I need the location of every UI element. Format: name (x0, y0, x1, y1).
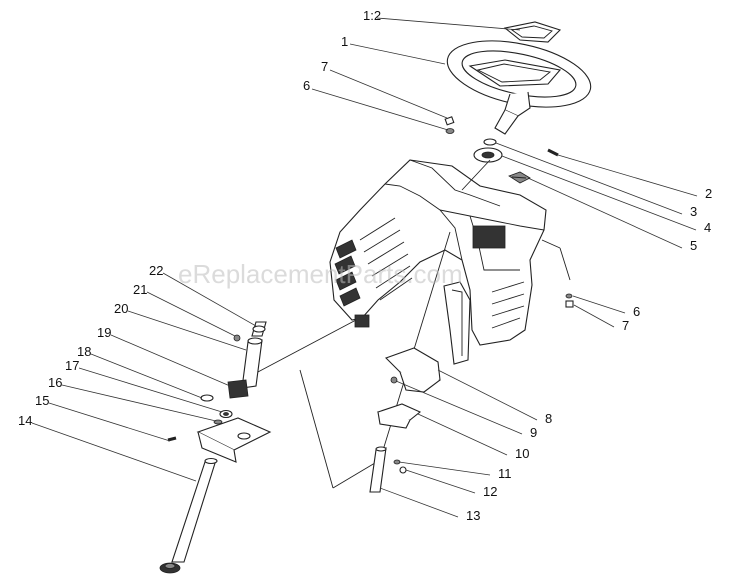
callout-c-8: 8 (545, 411, 552, 426)
callout-c-1: 1 (341, 34, 348, 49)
callout-c-1-2: 1:2 (363, 8, 381, 23)
callout-c-10: 10 (515, 446, 529, 461)
wheel-cap (503, 21, 562, 43)
steering-wheel (446, 40, 592, 135)
steering-column (159, 321, 272, 574)
callout-c-19: 19 (97, 325, 111, 340)
leader-lines (31, 17, 698, 518)
lower-shaft (369, 446, 407, 493)
callout-c-17: 17 (65, 358, 79, 373)
callout-c-9: 9 (530, 425, 537, 440)
lower-bracket (376, 347, 441, 429)
callout-c-7b: 7 (622, 318, 629, 333)
callout-c-14: 14 (18, 413, 32, 428)
callout-c-16: 16 (48, 375, 62, 390)
callout-c-15: 15 (35, 393, 49, 408)
callout-c-6b: 6 (633, 304, 640, 319)
callout-c-11: 11 (498, 466, 512, 481)
callout-c-13: 13 (466, 508, 480, 523)
callout-c-3: 3 (690, 204, 697, 219)
callout-c-21: 21 (133, 282, 147, 297)
callout-c-22: 22 (149, 263, 163, 278)
callout-c-4: 4 (704, 220, 711, 235)
dash-housing (329, 159, 547, 365)
callout-c-18: 18 (77, 344, 91, 359)
callout-c-20: 20 (114, 301, 128, 316)
callout-c-12: 12 (483, 484, 497, 499)
callout-c-6a: 6 (303, 78, 310, 93)
upper-hardware (444, 116, 559, 184)
watermark-text: eReplacementParts.com (178, 259, 463, 289)
callout-c-7a: 7 (321, 59, 328, 74)
callout-c-2: 2 (705, 186, 712, 201)
callout-c-5: 5 (690, 238, 697, 253)
right-hardware (565, 293, 574, 308)
